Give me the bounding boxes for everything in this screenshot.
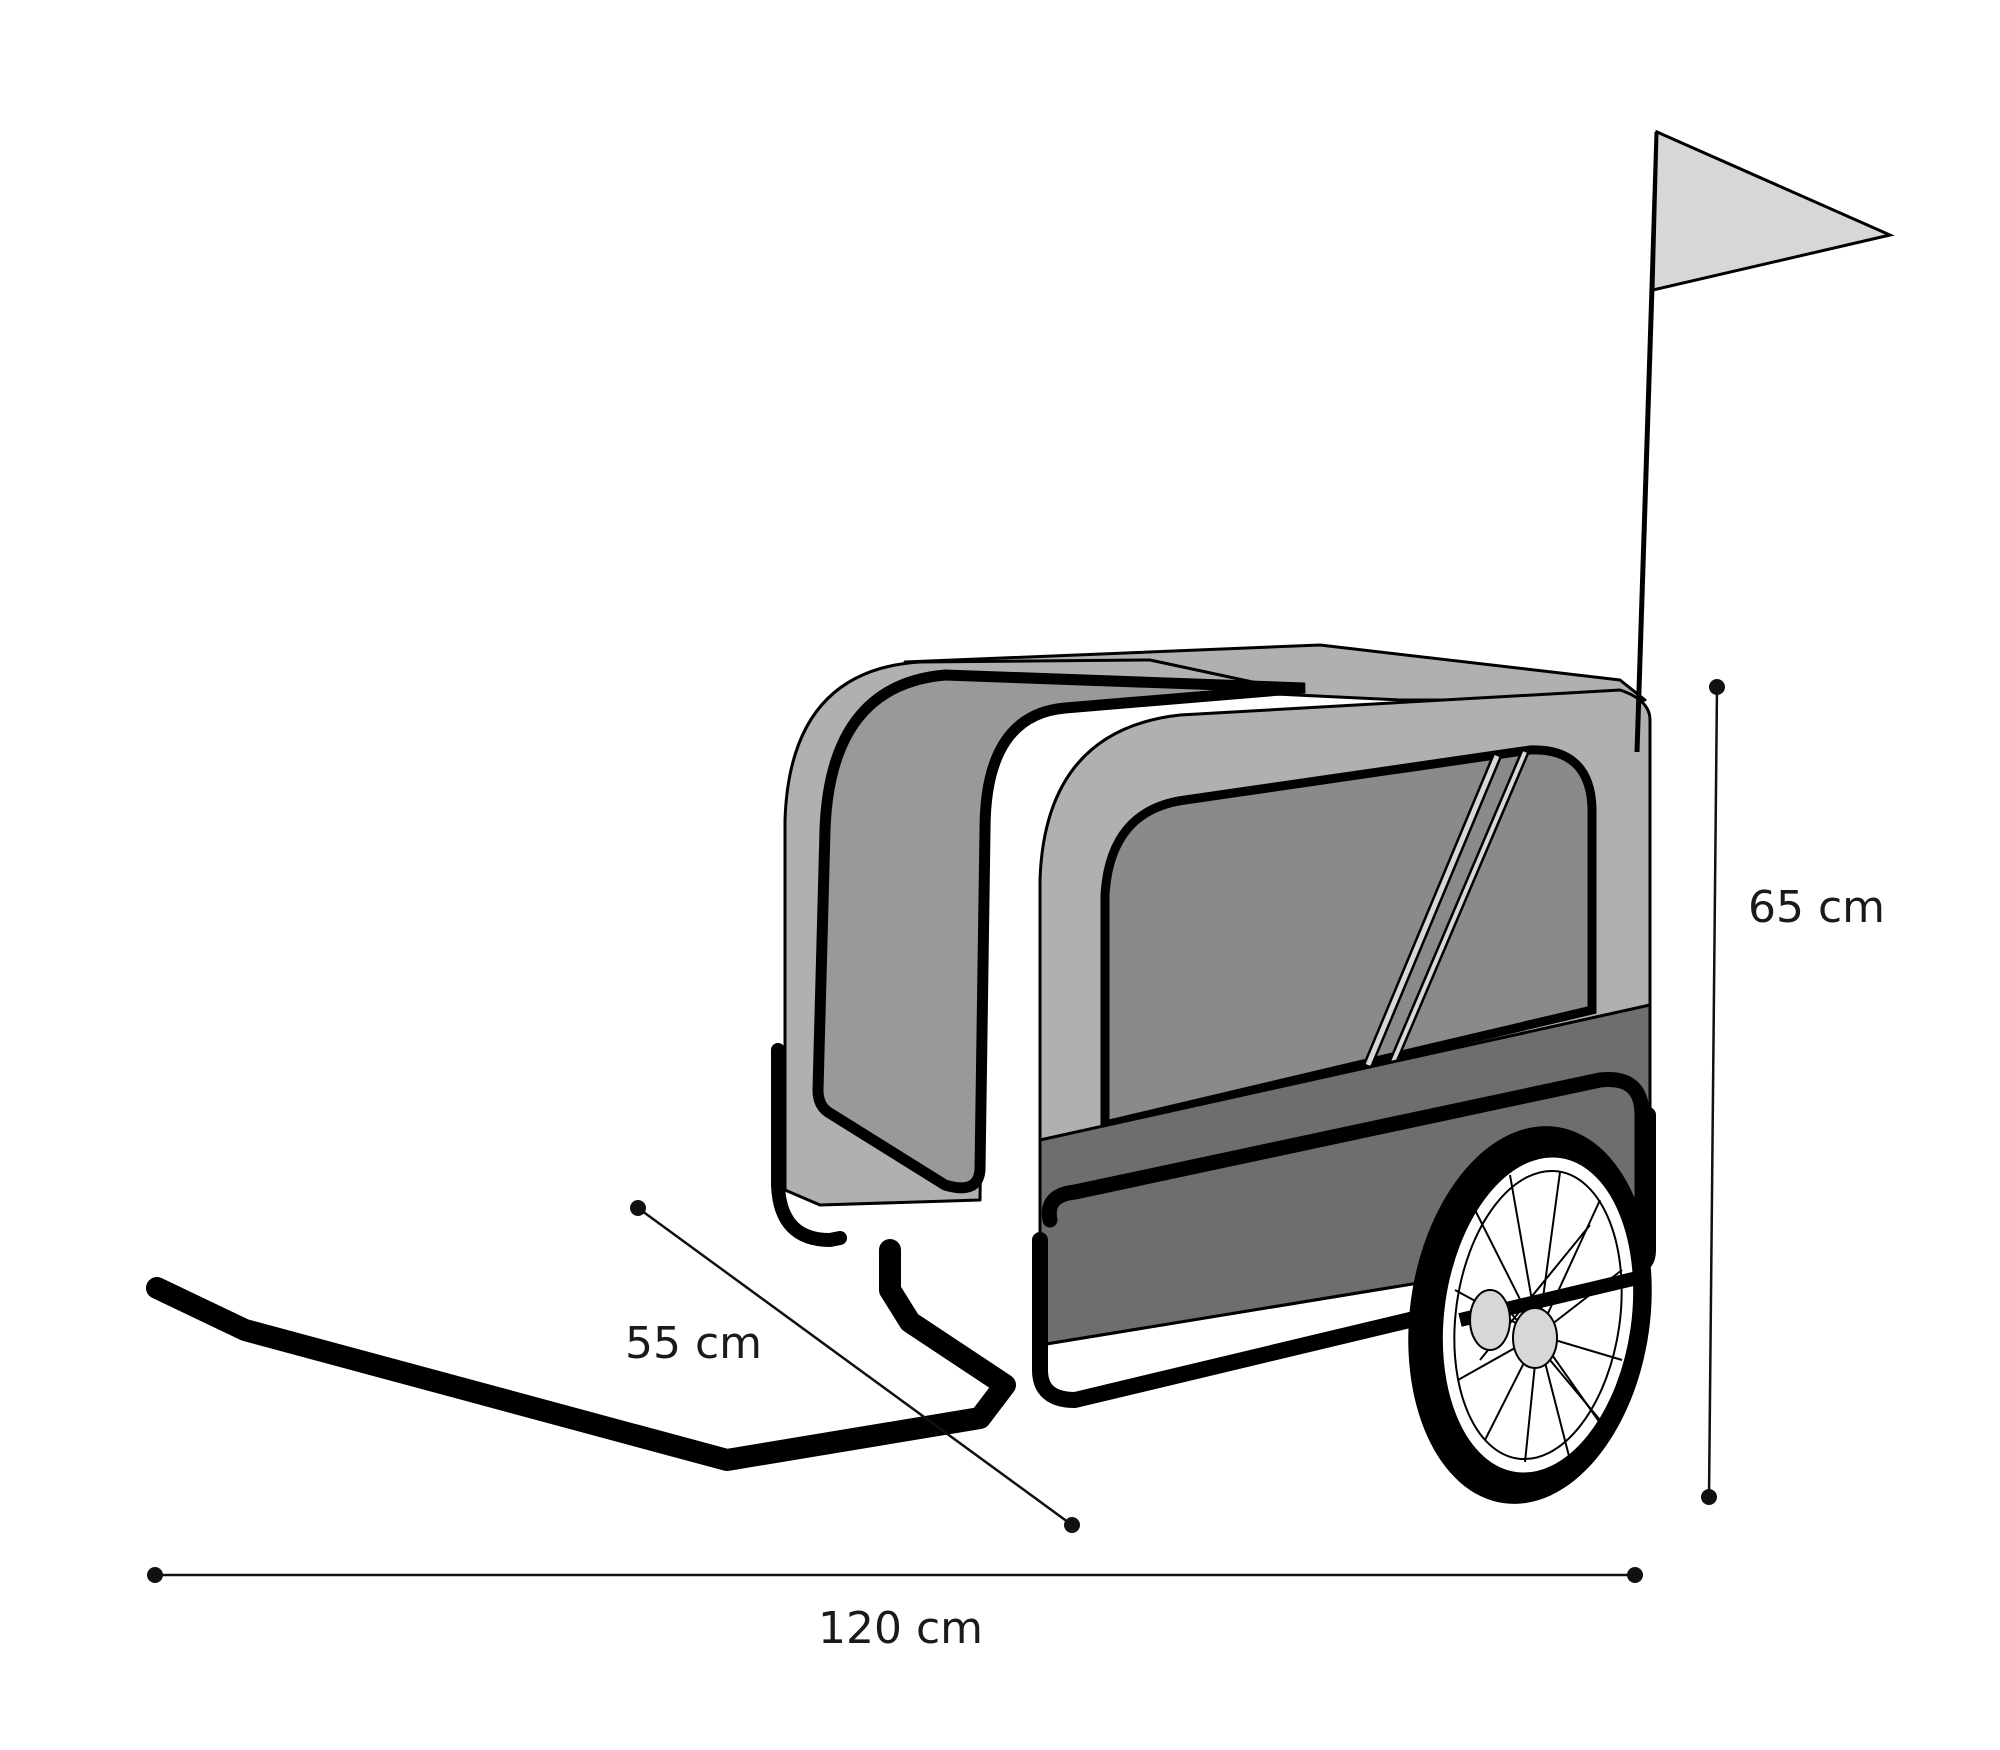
- side-mesh-window: [1100, 745, 1597, 1131]
- height-dimension-bottom-dot: [1701, 1489, 1717, 1505]
- wheel: [1408, 1126, 1652, 1504]
- length-dimension-start-dot: [147, 1567, 163, 1583]
- width-dimension: 55 cm: [625, 1200, 1080, 1533]
- rear-frame: [771, 1043, 847, 1247]
- height-dimension: 65 cm: [1701, 679, 1885, 1505]
- width-dimension-start-dot: [630, 1200, 646, 1216]
- hub: [1512, 1307, 1558, 1369]
- width-dimension-line: [637, 1206, 1073, 1527]
- flag-pennant: [1651, 129, 1895, 292]
- length-dimension: 120 cm: [147, 1567, 1643, 1654]
- rear-mesh-window: [812, 669, 1306, 1194]
- height-dimension-line: [1707, 686, 1719, 1498]
- hub-cap: [1469, 1289, 1511, 1351]
- window-strap: [1363, 750, 1530, 1067]
- length-label: 120 cm: [818, 1603, 983, 1654]
- height-dimension-top-dot: [1709, 679, 1725, 695]
- trailer-cabin: [783, 643, 1652, 1347]
- height-label: 65 cm: [1748, 882, 1885, 933]
- width-label: 55 cm: [625, 1318, 762, 1369]
- width-dimension-end-dot: [1064, 1517, 1080, 1533]
- safety-flag: [1634, 129, 1895, 753]
- tow-bar: [146, 1239, 1016, 1471]
- length-dimension-end-dot: [1627, 1567, 1643, 1583]
